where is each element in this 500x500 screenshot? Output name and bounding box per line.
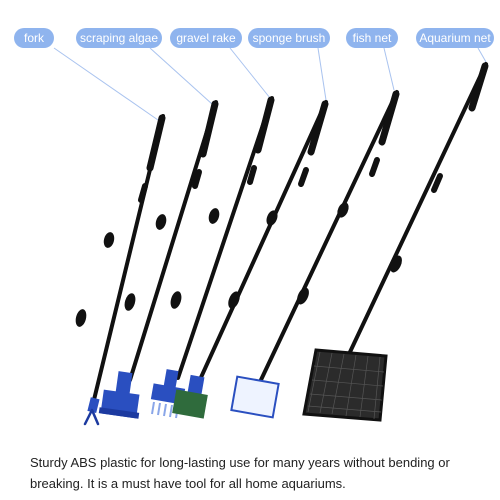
label-fork: fork	[14, 28, 54, 48]
leader-line-fork	[53, 47, 159, 121]
label-gravel-rake: gravel rake	[170, 28, 242, 48]
leader-line-aquarium-net	[477, 47, 487, 63]
product-caption: Sturdy ABS plastic for long-lasting use …	[30, 455, 450, 491]
tools-illustration	[53, 47, 489, 426]
leader-line-sponge-brush	[317, 47, 327, 101]
label-sponge-brush: sponge brush	[248, 28, 330, 48]
scraping-algae-tool	[98, 100, 219, 419]
fork-tool	[75, 114, 166, 426]
aquarium-net-tool	[302, 62, 489, 422]
label-scraping-algae: scraping algae	[76, 28, 162, 48]
leader-line-scraping-algae	[149, 47, 213, 105]
leader-line-fish-net	[383, 47, 395, 91]
leader-line-gravel-rake	[229, 47, 271, 99]
sponge-brush-tool	[172, 100, 329, 419]
fish-net-tool	[230, 90, 400, 419]
leader-lines	[53, 47, 487, 121]
label-fish-net: fish net	[346, 28, 398, 48]
label-aquarium-net: Aquarium net	[416, 28, 494, 48]
